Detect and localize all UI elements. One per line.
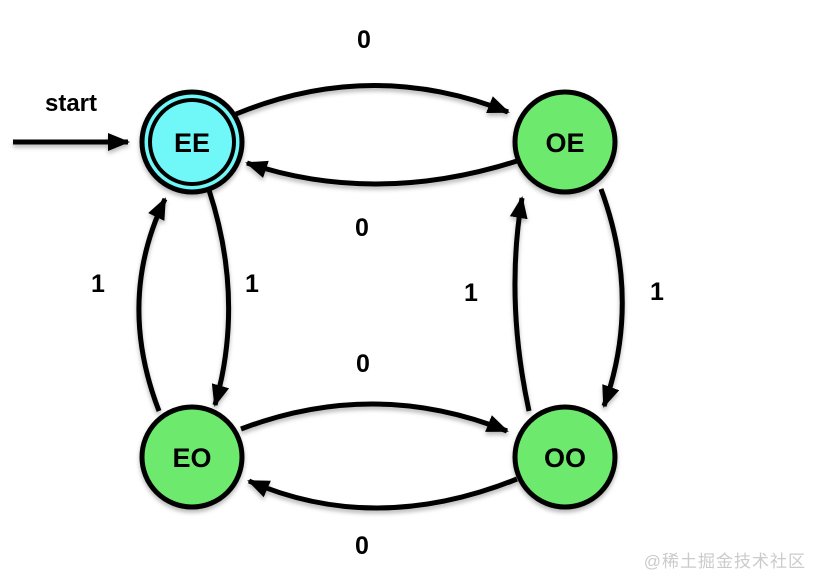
state-EE-outer-ring [139, 89, 245, 195]
transition-EO-EE [136, 197, 168, 412]
edge-labels: start 0 0 1 1 1 1 0 0 [45, 26, 664, 560]
transition-EE-OE [235, 83, 510, 117]
state-label-EE: EE [174, 128, 210, 158]
transitions [13, 83, 625, 511]
state-EE: EE [139, 89, 245, 195]
state-label-OO: OO [544, 443, 586, 473]
start-label: start [45, 90, 97, 117]
transition-label-OE-OO: 1 [650, 278, 664, 306]
transition-label-EE-EO: 1 [245, 270, 259, 298]
transition-label-EO-EE: 1 [91, 270, 105, 298]
transition-label-EO-OO: 0 [356, 350, 370, 378]
transition-label-OO-OE: 1 [464, 279, 478, 307]
state-EO: EO [139, 404, 245, 510]
transition-label-EE-OE: 0 [357, 26, 371, 54]
transition-OE-OO [598, 188, 625, 408]
state-EO-circle [139, 404, 245, 510]
state-OE-circle [512, 89, 618, 195]
transition-label-OE-EE: 0 [355, 214, 369, 242]
transition-EO-OO [240, 401, 509, 434]
state-label-EO: EO [172, 443, 211, 473]
transition-OO-OE [509, 196, 532, 412]
transition-OO-EO [247, 476, 518, 511]
state-OO: OO [512, 404, 618, 510]
transition-OE-EE [245, 158, 518, 187]
transition-label-OO-EO: 0 [355, 532, 369, 560]
state-OO-circle [512, 404, 618, 510]
state-OE: OE [512, 89, 618, 195]
state-EE-inner-ring [148, 98, 236, 186]
watermark: @稀土掘金技术社区 [643, 552, 806, 571]
transition-EE-EO [206, 189, 232, 407]
states: EE OE EO OO [139, 89, 618, 510]
state-label-OE: OE [545, 128, 584, 158]
